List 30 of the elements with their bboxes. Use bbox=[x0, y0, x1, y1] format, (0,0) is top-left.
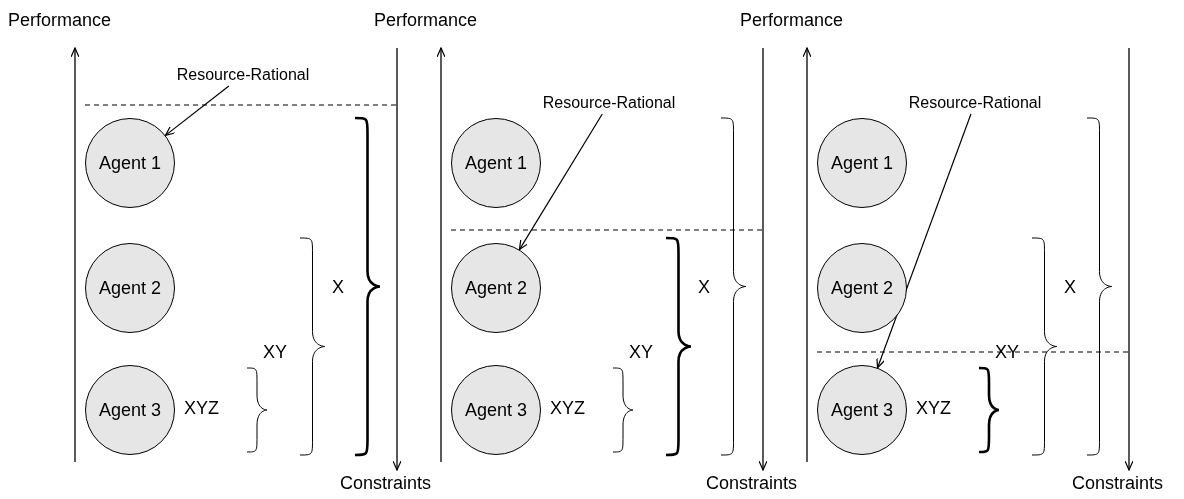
brace-label: X bbox=[698, 276, 710, 298]
agent-name: Agent 2 bbox=[464, 276, 528, 300]
brace-label: XY bbox=[995, 341, 1019, 363]
agent-name: Agent 1 bbox=[464, 151, 528, 175]
brace-label: XYZ bbox=[184, 397, 219, 419]
callout-text: Resource-Rational bbox=[908, 93, 1042, 113]
axis-label: Constraints bbox=[1072, 472, 1164, 494]
leader-arrow bbox=[164, 85, 230, 136]
axis-label: Performance bbox=[740, 9, 844, 31]
axis-label: Constraints bbox=[706, 472, 798, 494]
brace-label: XYZ bbox=[550, 397, 585, 419]
agent-name: Agent 1 bbox=[830, 151, 894, 175]
leader-arrow bbox=[876, 113, 972, 369]
axis-label: Constraints bbox=[340, 472, 432, 494]
agent-name: Agent 1 bbox=[98, 151, 162, 175]
brace-label: X bbox=[332, 276, 344, 298]
brace-label: XY bbox=[263, 341, 287, 363]
axis-label: Performance bbox=[8, 9, 112, 31]
agent-name: Agent 2 bbox=[830, 276, 894, 300]
callout-text: Resource-Rational bbox=[542, 93, 676, 113]
brace-label: XYZ bbox=[916, 397, 951, 419]
agent-name: Agent 3 bbox=[98, 398, 162, 422]
axis-label: Performance bbox=[374, 9, 478, 31]
brace-label: XY bbox=[629, 341, 653, 363]
agent-name: Agent 3 bbox=[464, 398, 528, 422]
leader-arrow bbox=[518, 113, 603, 251]
agent-name: Agent 2 bbox=[98, 276, 162, 300]
agent-name: Agent 3 bbox=[830, 398, 894, 422]
brace-label: X bbox=[1064, 276, 1076, 298]
callout-text: Resource-Rational bbox=[176, 65, 310, 85]
